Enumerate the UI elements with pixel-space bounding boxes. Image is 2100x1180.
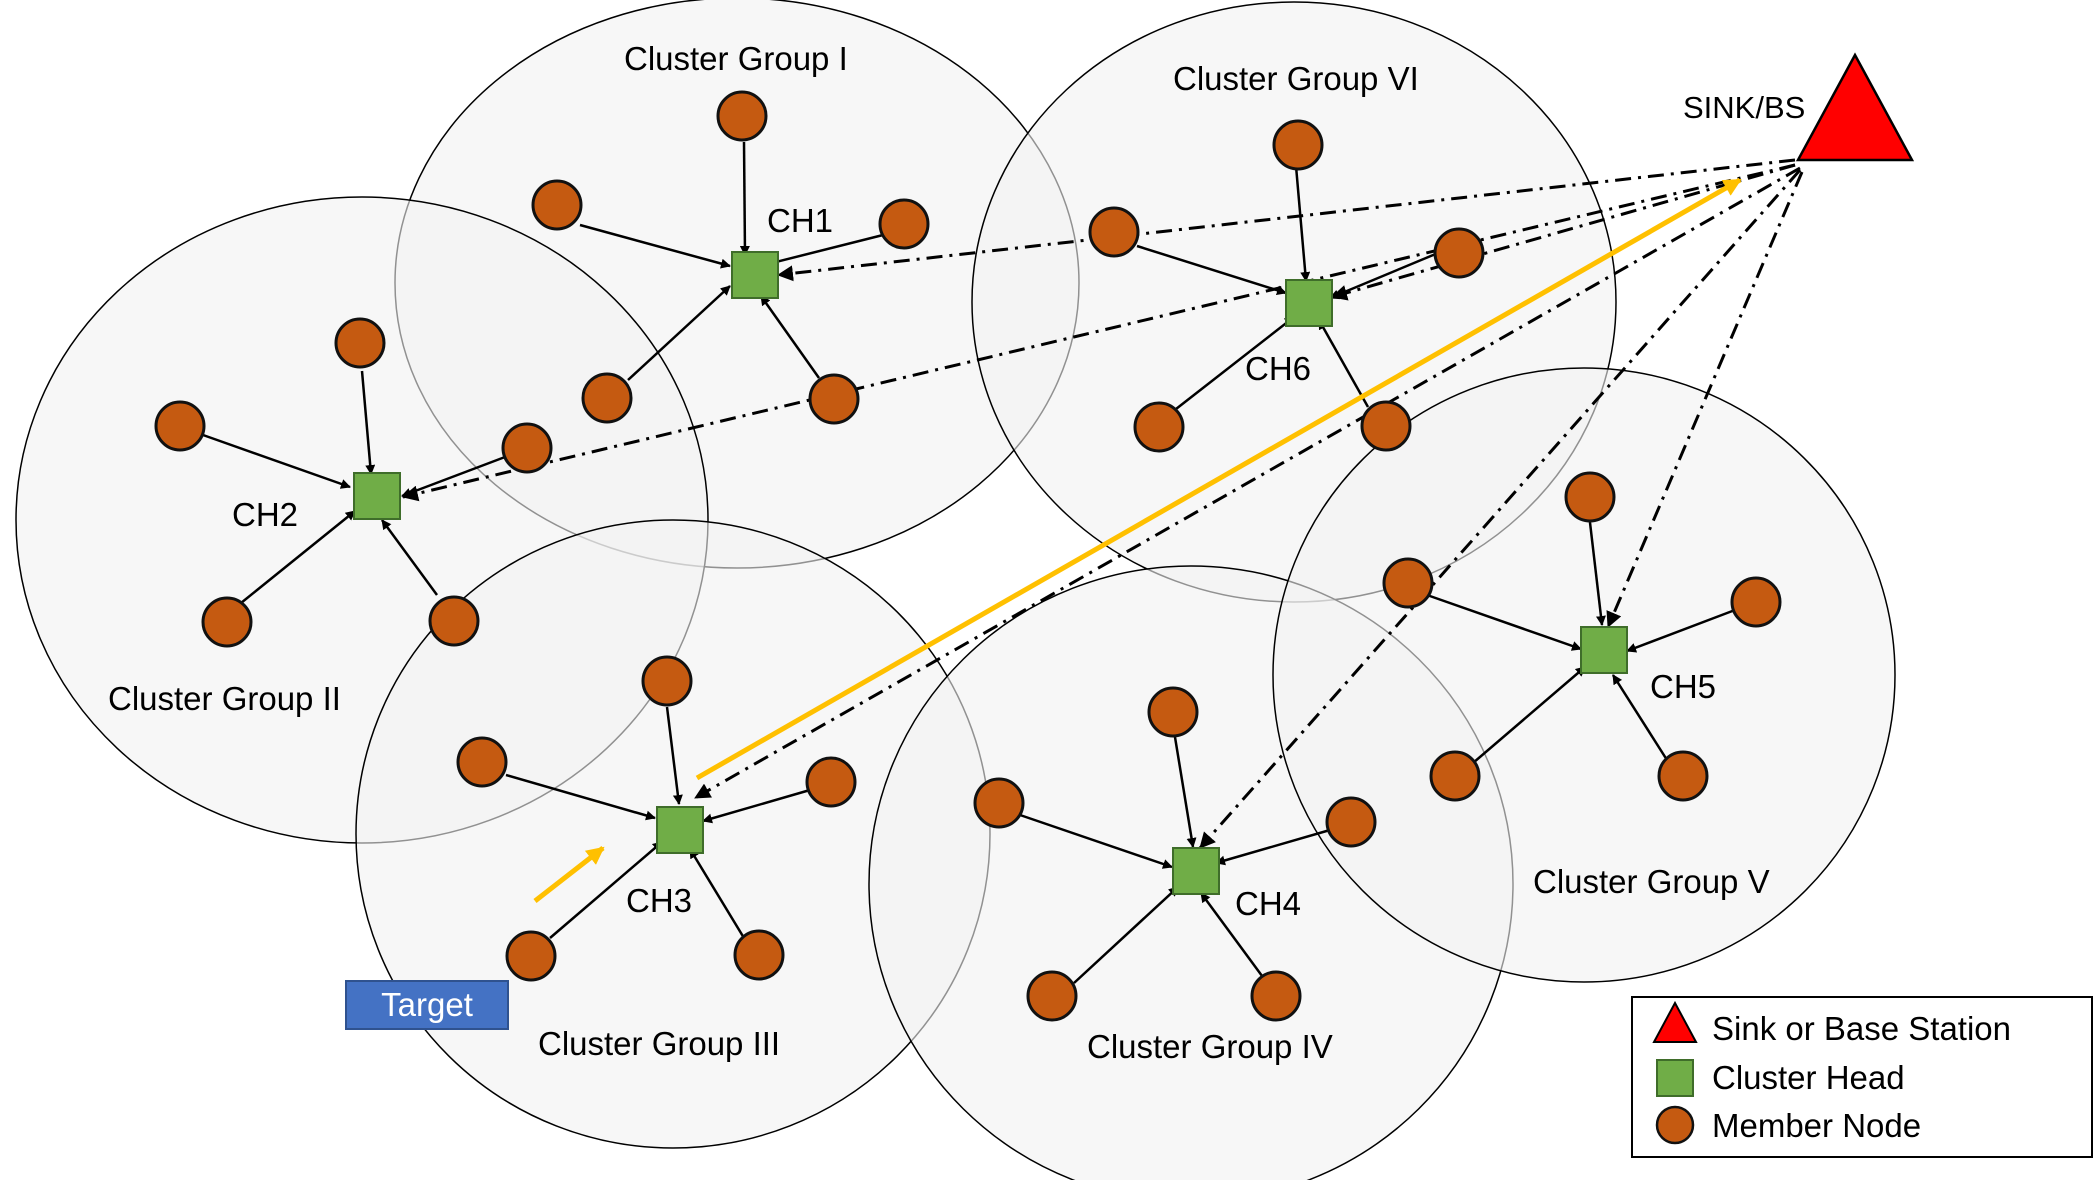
head-label-CH1: CH1 — [767, 202, 833, 239]
target-box — [345, 980, 509, 1030]
sink-label: SINK/BS — [1683, 90, 1805, 125]
sink-head-links — [402, 158, 1804, 849]
head-label-CH6: CH6 — [1245, 350, 1311, 387]
member-node — [1026, 970, 1078, 1022]
member-node — [1147, 686, 1199, 738]
square-icon — [1656, 1059, 1694, 1097]
member-node — [1272, 119, 1324, 171]
legend-label-sink: Sink or Base Station — [1712, 1010, 2011, 1047]
cluster-head-CH5 — [1580, 626, 1628, 674]
legend-label-member: Member Node — [1712, 1107, 1921, 1144]
cluster-head-CH6 — [1285, 279, 1333, 327]
target-to-sink-arrow — [695, 177, 1742, 781]
member-node — [716, 90, 768, 142]
member-node — [973, 777, 1025, 829]
circle-icon — [1655, 1105, 1695, 1145]
member-nodes — [154, 90, 1782, 1022]
head-label-CH3: CH3 — [626, 882, 692, 919]
member-node — [456, 736, 508, 788]
legend-label-head: Cluster Head — [1712, 1059, 1905, 1096]
member-node — [1730, 576, 1782, 628]
group-label-IV: Cluster Group IV — [1087, 1028, 1333, 1065]
cluster-head-CH4 — [1172, 847, 1220, 895]
member-node — [805, 756, 857, 808]
cluster-head-CH2 — [353, 472, 401, 520]
group-label-V: Cluster Group V — [1533, 863, 1770, 900]
cluster-head-CH1 — [731, 251, 779, 299]
legend: Sink or Base Station Cluster Head Member… — [1631, 996, 2093, 1158]
sink-base-station: SINK/BS — [1683, 52, 1915, 162]
member-node — [505, 930, 557, 982]
head-label-CH5: CH5 — [1650, 668, 1716, 705]
member-node — [1657, 750, 1709, 802]
cluster-head-CH3 — [656, 806, 704, 854]
member-node — [1250, 970, 1302, 1022]
group-label-III: Cluster Group III — [538, 1025, 780, 1062]
legend-box — [1631, 996, 2093, 1158]
member-node — [581, 372, 633, 424]
member-node — [1382, 557, 1434, 609]
member-node — [1133, 401, 1185, 453]
member-node — [334, 317, 386, 369]
head-label-CH4: CH4 — [1235, 885, 1301, 922]
group-label-II: Cluster Group II — [108, 680, 341, 717]
target-motion-arrow — [533, 846, 605, 903]
member-node — [1325, 796, 1377, 848]
member-node — [1360, 400, 1412, 452]
member-node — [501, 422, 553, 474]
group-label-I: Cluster Group I — [624, 40, 848, 77]
head-label-CH2: CH2 — [232, 496, 298, 533]
member-node — [531, 179, 583, 231]
cluster-group-areas — [15, 0, 1896, 1180]
target-data-path — [533, 177, 1742, 903]
member-node — [808, 373, 860, 425]
member-node — [428, 595, 480, 647]
member-node — [641, 655, 693, 707]
member-node — [154, 400, 206, 452]
member-node — [1429, 750, 1481, 802]
triangle-icon — [1652, 1000, 1698, 1043]
group-label-VI: Cluster Group VI — [1173, 60, 1419, 97]
sink-triangle-icon — [1795, 52, 1915, 162]
target-marker: Target — [345, 980, 509, 1030]
member-node — [1433, 227, 1485, 279]
member-node — [201, 596, 253, 648]
member-node — [1088, 206, 1140, 258]
member-node — [1564, 471, 1616, 523]
cluster-heads — [353, 251, 1628, 895]
target-label: Target — [381, 986, 473, 1023]
member-node — [878, 198, 930, 250]
member-links — [202, 141, 1736, 984]
member-node — [733, 929, 785, 981]
